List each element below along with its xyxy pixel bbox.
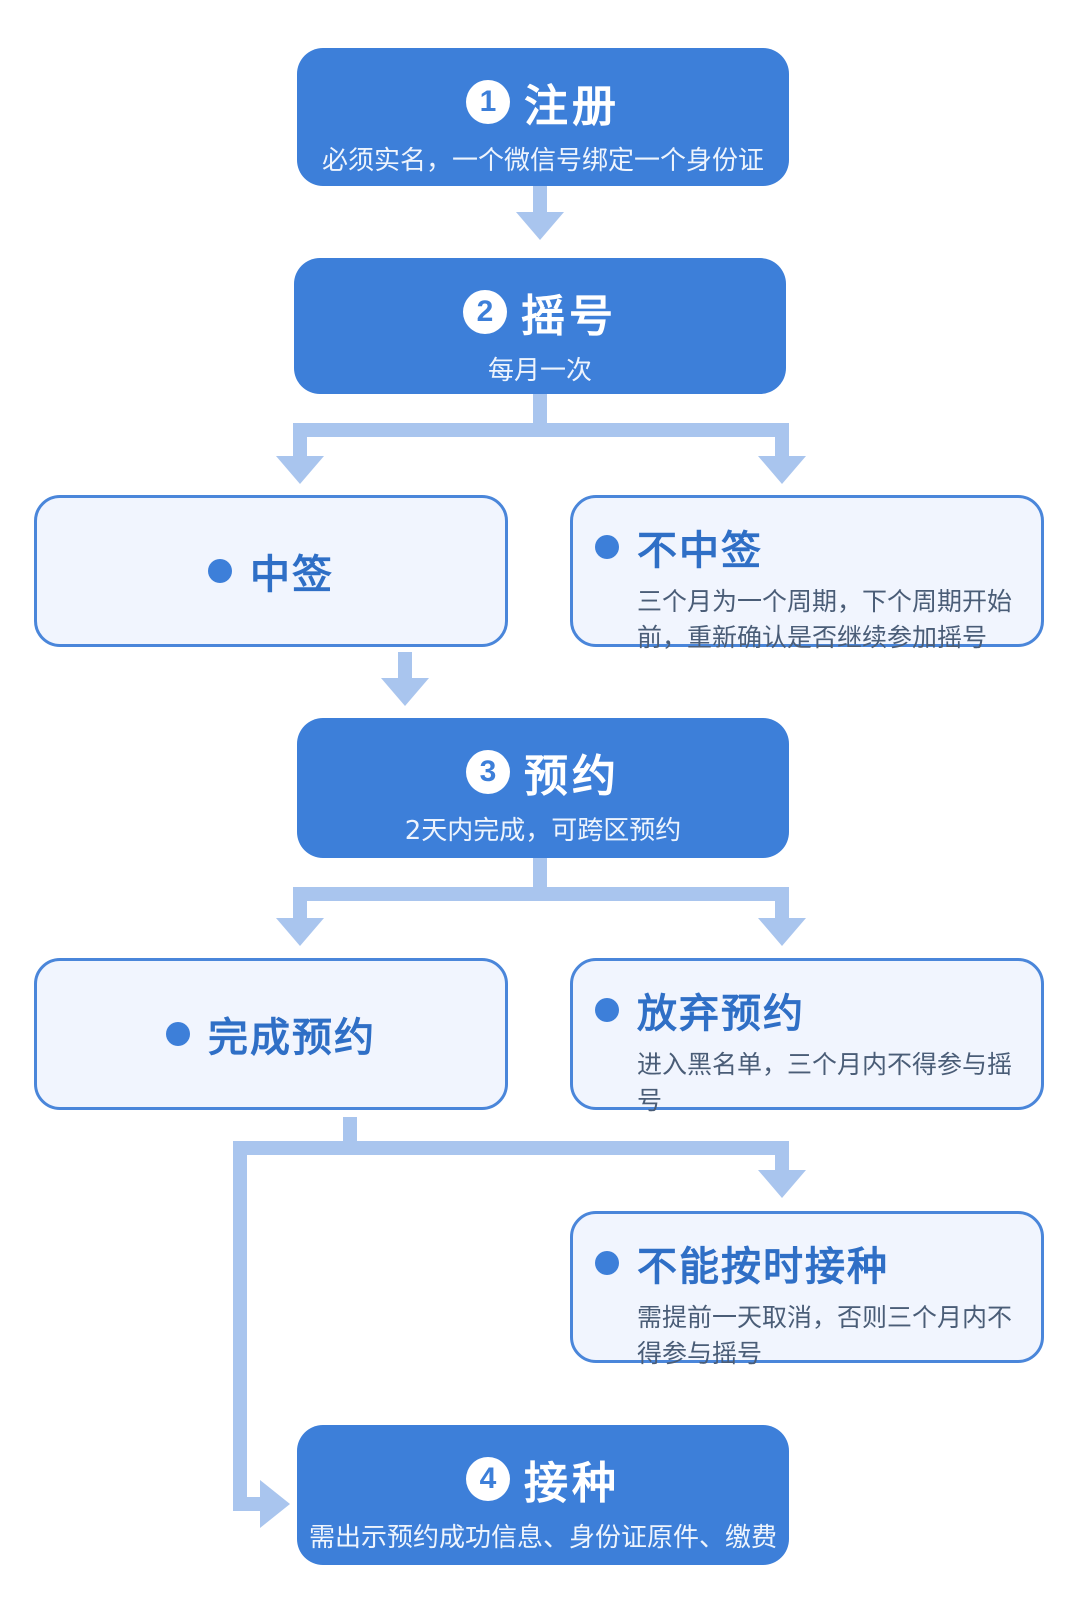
bullet-dot-icon [166, 1022, 190, 1046]
step-booking: 3 预约 2天内完成，可跨区预约 [297, 718, 789, 858]
arrowhead-1-2 [516, 212, 564, 240]
step-header: 4 接种 [297, 1447, 789, 1511]
step-description: 需出示预约成功信息、身份证原件、缴费 [308, 1523, 777, 1553]
connector-booked-split [343, 1117, 789, 1172]
step-description: 2天内完成，可跨区预约 [404, 816, 682, 846]
step-number-badge: 2 [463, 290, 507, 334]
outcome-header: 不中签 [595, 518, 763, 576]
bullet-dot-icon [595, 535, 619, 559]
step-header: 3 预约 [297, 740, 789, 804]
connector-booked-step4 [233, 1141, 350, 1511]
outcome-not-won: 不中签 三个月为一个周期，下个周期开始前，重新确认是否继续参加摇号 [570, 495, 1044, 652]
step-register: 1 注册 必须实名，一个微信号绑定一个身份证 [297, 48, 789, 186]
arrowhead-abandon [758, 918, 806, 946]
outcome-cannot-attend: 不能按时接种 需提前一天取消，否则三个月内不得参与摇号 [570, 1211, 1044, 1368]
outcome-abandon: 放弃预约 进入黑名单，三个月内不得参与摇号 [570, 958, 1044, 1115]
connector-3-split-right [540, 887, 789, 920]
outcome-header: 中签 [37, 498, 505, 644]
outcome-booked: 完成预约 [34, 958, 508, 1110]
connector-3-split [293, 858, 547, 920]
arrowhead-cannot-attend [758, 1170, 806, 1198]
outcome-description: 三个月为一个周期，下个周期开始前，重新确认是否继续参加摇号 [637, 587, 1013, 652]
bullet-dot-icon [595, 1251, 619, 1275]
connector-2-split [293, 392, 547, 458]
bullet-dot-icon [595, 998, 619, 1022]
arrowhead-step4 [260, 1480, 290, 1528]
step-number-badge: 4 [466, 1457, 510, 1501]
outcome-title: 放弃预约 [637, 991, 805, 1037]
outcome-title: 不能按时接种 [637, 1244, 889, 1290]
step-title: 接种 [524, 1458, 620, 1509]
arrowhead-won [276, 456, 324, 484]
outcome-header: 完成预约 [37, 961, 505, 1107]
step-description: 必须实名，一个微信号绑定一个身份证 [321, 146, 764, 176]
arrowhead-won-3 [381, 678, 429, 706]
arrowhead-booked [276, 918, 324, 946]
step-title: 预约 [524, 751, 620, 802]
step-header: 1 注册 [297, 70, 789, 134]
step-number-badge: 1 [466, 80, 510, 124]
step-title: 摇号 [521, 291, 617, 342]
step-description: 每月一次 [487, 356, 592, 386]
outcome-header: 不能按时接种 [595, 1234, 889, 1292]
outcome-description: 需提前一天取消，否则三个月内不得参与摇号 [637, 1303, 1013, 1368]
step-header: 2 摇号 [294, 280, 786, 344]
outcome-header: 放弃预约 [595, 981, 805, 1039]
arrowhead-not-won [758, 456, 806, 484]
outcome-title: 完成预约 [208, 1015, 376, 1061]
step-vaccination: 4 接种 需出示预约成功信息、身份证原件、缴费 [297, 1425, 789, 1565]
outcome-title: 中签 [250, 552, 334, 598]
bullet-dot-icon [208, 559, 232, 583]
step-number-badge: 3 [466, 750, 510, 794]
step-title: 注册 [524, 81, 620, 132]
outcome-won: 中签 [34, 495, 508, 647]
step-lottery: 2 摇号 每月一次 [294, 258, 786, 394]
outcome-description: 进入黑名单，三个月内不得参与摇号 [637, 1050, 1013, 1115]
outcome-title: 不中签 [637, 528, 763, 574]
connector-2-split-right [540, 423, 789, 458]
